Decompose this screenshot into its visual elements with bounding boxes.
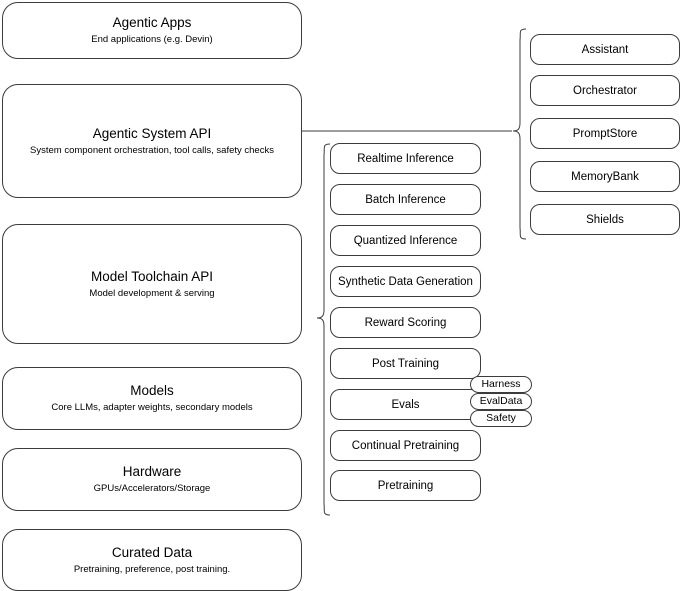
layer-title: Model Toolchain API [90,268,214,284]
agentic-component-promptstore[interactable]: PromptStore [530,118,680,149]
agentic-component-assistant[interactable]: Assistant [530,34,680,65]
toolchain-item-label: Quantized Inference [353,234,458,247]
layer-subtitle: Model development & serving [89,287,215,299]
toolchain-item-batch-inference[interactable]: Batch Inference [330,184,481,215]
layer-title: Hardware [122,464,182,479]
toolchain-item-realtime-inference[interactable]: Realtime Inference [330,143,481,174]
layer-title: Models [130,383,174,398]
evals-tag-harness[interactable]: Harness [470,376,532,393]
layer-model-toolchain-api[interactable]: Model Toolchain API Model development & … [2,224,302,344]
toolchain-item-quantized-inference[interactable]: Quantized Inference [330,225,481,256]
agentic-component-label: MemoryBank [571,170,639,183]
toolchain-item-label: Evals [391,398,420,411]
toolchain-item-label: Post Training [371,357,440,370]
evals-tag-evaldata[interactable]: EvalData [470,393,532,410]
agentic-component-orchestrator[interactable]: Orchestrator [530,75,680,106]
agentic-component-label: Assistant [581,43,629,56]
agentic-component-shields[interactable]: Shields [530,204,680,235]
toolchain-item-label: Synthetic Data Generation [338,275,473,288]
layer-subtitle: Pretraining, preference, post training. [73,563,231,575]
layer-agentic-apps[interactable]: Agentic Apps End applications (e.g. Devi… [2,2,302,59]
layer-title: Agentic System API [92,125,212,141]
toolchain-item-synthetic-data-generation[interactable]: Synthetic Data Generation [330,266,481,297]
evals-tag-label: Safety [486,412,516,425]
toolchain-item-post-training[interactable]: Post Training [330,348,481,379]
agentic-component-label: Shields [586,213,624,226]
layer-subtitle: Core LLMs, adapter weights, secondary mo… [51,402,253,413]
brace-agentic-components [512,28,527,240]
toolchain-item-evals[interactable]: Evals [330,389,481,420]
layer-title: Curated Data [111,544,193,560]
agentic-component-label: Orchestrator [573,84,637,97]
evals-tag-safety[interactable]: Safety [470,410,532,427]
layer-title: Agentic Apps [112,15,192,30]
toolchain-item-reward-scoring[interactable]: Reward Scoring [330,307,481,338]
toolchain-item-label: Batch Inference [365,193,446,206]
toolchain-item-label: Continual Pretraining [351,439,460,452]
layer-agentic-system-api[interactable]: Agentic System API System component orch… [2,84,302,198]
layer-hardware[interactable]: Hardware GPUs/Accelerators/Storage [2,448,302,511]
agentic-component-label: PromptStore [572,127,638,140]
layer-models[interactable]: Models Core LLMs, adapter weights, secon… [2,367,302,430]
toolchain-item-continual-pretraining[interactable]: Continual Pretraining [330,430,481,461]
toolchain-item-label: Realtime Inference [357,152,454,165]
layer-subtitle: GPUs/Accelerators/Storage [93,483,211,494]
layer-subtitle: End applications (e.g. Devin) [91,34,213,45]
layer-subtitle: System component orchestration, tool cal… [30,144,274,156]
evals-tag-label: Harness [481,378,521,391]
toolchain-item-pretraining[interactable]: Pretraining [330,470,481,501]
agentic-component-memorybank[interactable]: MemoryBank [530,161,680,192]
brace-toolchain-components [316,143,331,516]
toolchain-item-label: Reward Scoring [364,316,447,329]
evals-tag-label: EvalData [479,395,523,408]
layer-curated-data[interactable]: Curated Data Pretraining, preference, po… [2,529,302,591]
toolchain-item-label: Pretraining [377,479,434,492]
